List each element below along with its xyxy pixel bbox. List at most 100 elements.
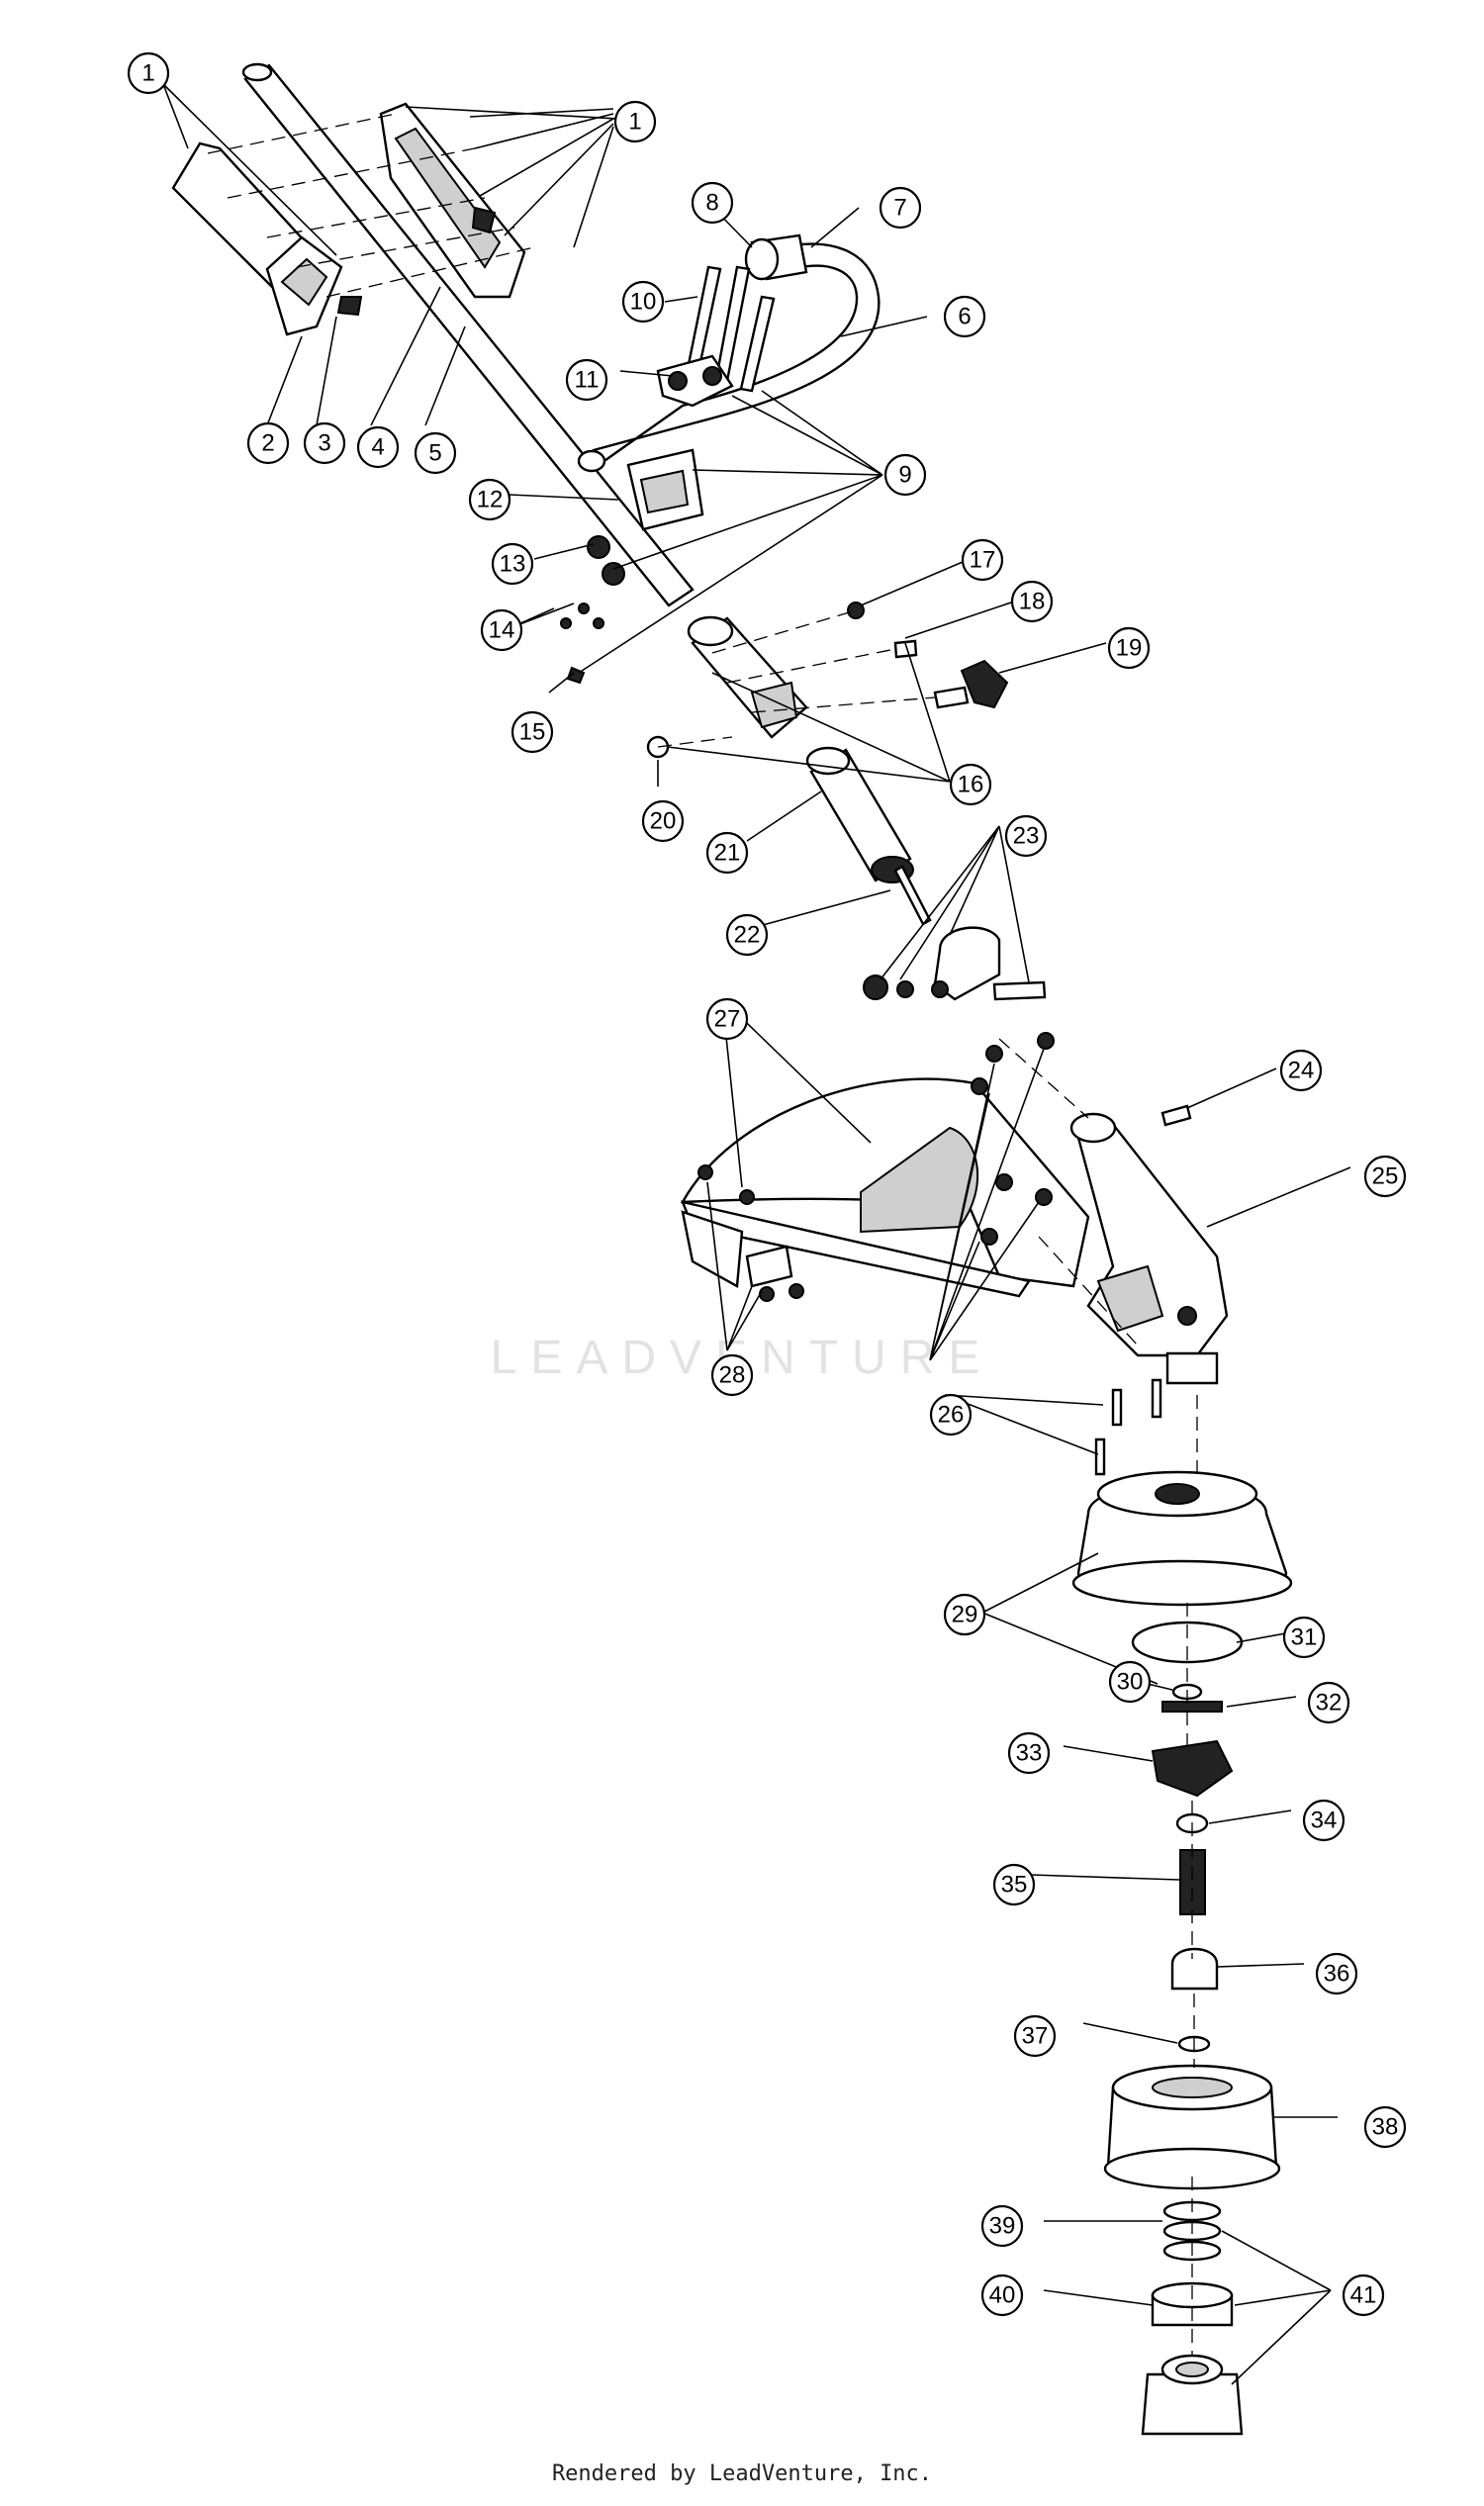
coupler (687, 615, 808, 739)
svg-text:18: 18 (1019, 589, 1046, 615)
callout-33: 33 (1007, 1731, 1051, 1775)
shaft-clamp (863, 926, 1047, 1001)
callout-23: 23 (1004, 814, 1048, 858)
svg-text:21: 21 (714, 840, 741, 867)
spring-35 (1179, 1849, 1206, 1915)
svg-text:12: 12 (477, 487, 504, 513)
svg-text:23: 23 (1013, 823, 1040, 850)
callout-17: 17 (961, 538, 1004, 582)
callout-19: 19 (1107, 626, 1151, 670)
callout-35: 35 (992, 1863, 1036, 1906)
callout-40: 40 (980, 2274, 1024, 2317)
callout-2: 2 (246, 421, 290, 465)
callout-14: 14 (480, 608, 523, 652)
callout-3: 3 (303, 421, 346, 465)
callout-26: 26 (929, 1393, 973, 1437)
callout-12: 12 (468, 478, 511, 521)
callout-1: 1 (613, 100, 657, 143)
spring-32 (1161, 1701, 1223, 1713)
callout-1: 1 (127, 51, 170, 95)
svg-text:8: 8 (705, 190, 718, 217)
svg-text:10: 10 (630, 289, 657, 316)
svg-text:40: 40 (989, 2282, 1016, 2309)
svg-text:15: 15 (519, 719, 546, 746)
retainer (1170, 1947, 1219, 1991)
callout-18: 18 (1010, 580, 1054, 623)
callout-30: 30 (1108, 1660, 1152, 1704)
bump-knob (1141, 2354, 1244, 2436)
callout-16: 16 (949, 763, 992, 806)
callout-37: 37 (1013, 2014, 1057, 2058)
callout-22: 22 (725, 913, 769, 957)
guard (680, 1077, 1090, 1298)
svg-text:31: 31 (1291, 1624, 1318, 1651)
upper-handle (171, 102, 526, 336)
svg-text:28: 28 (719, 1362, 746, 1389)
callout-25: 25 (1363, 1155, 1407, 1198)
svg-text:24: 24 (1288, 1058, 1315, 1084)
callout-27: 27 (705, 997, 749, 1041)
nuts (560, 535, 625, 685)
screw-17 (847, 602, 865, 619)
svg-text:20: 20 (650, 808, 677, 835)
spool (1103, 2064, 1281, 2190)
footer-credit: Rendered by LeadVenture, Inc. (551, 2461, 933, 2486)
svg-text:1: 1 (628, 109, 641, 136)
knob (933, 659, 1009, 709)
part-drawings (171, 62, 1293, 2436)
svg-text:9: 9 (898, 462, 911, 489)
callout-6: 6 (943, 295, 986, 338)
gear-head (1069, 1112, 1229, 1385)
sleeve (805, 746, 914, 883)
callout-41: 41 (1342, 2274, 1385, 2317)
shaft (241, 62, 695, 607)
svg-text:22: 22 (734, 922, 761, 949)
svg-text:19: 19 (1116, 635, 1143, 662)
ring (1131, 1621, 1244, 1664)
svg-text:17: 17 (970, 547, 996, 574)
svg-text:25: 25 (1372, 1163, 1399, 1190)
ratchet (1151, 1739, 1234, 1798)
callout-34: 34 (1302, 1799, 1345, 1842)
leader-lines (162, 83, 1351, 2385)
callout-10: 10 (621, 280, 665, 324)
svg-text:30: 30 (1117, 1669, 1144, 1696)
svg-text:4: 4 (371, 434, 384, 461)
screw-18 (893, 639, 918, 659)
callout-32: 32 (1307, 1681, 1350, 1724)
callout-8: 8 (691, 181, 734, 225)
callout-36: 36 (1315, 1952, 1358, 1996)
svg-text:11: 11 (575, 367, 600, 394)
svg-text:33: 33 (1016, 1740, 1043, 1767)
svg-text:26: 26 (938, 1402, 965, 1429)
loop-handle (577, 233, 881, 473)
svg-text:7: 7 (893, 195, 906, 222)
head-bolts (1094, 1378, 1162, 1476)
svg-text:16: 16 (958, 772, 984, 798)
svg-text:41: 41 (1350, 2282, 1377, 2309)
callout-31: 31 (1282, 1616, 1326, 1659)
svg-text:29: 29 (952, 1602, 978, 1628)
svg-text:14: 14 (489, 617, 515, 644)
svg-text:27: 27 (714, 1006, 741, 1033)
callout-5: 5 (414, 431, 457, 475)
svg-text:35: 35 (1001, 1872, 1028, 1899)
lower-clamp (626, 448, 704, 531)
callout-15: 15 (510, 710, 554, 754)
callout-28: 28 (710, 1353, 754, 1397)
drive-shaft (893, 865, 932, 926)
spool-cup (1071, 1470, 1293, 1607)
svg-text:3: 3 (318, 430, 330, 457)
svg-text:6: 6 (958, 304, 971, 330)
callout-21: 21 (705, 831, 749, 875)
callout-24: 24 (1279, 1049, 1323, 1092)
callout-11: 11 (565, 358, 608, 402)
svg-text:37: 37 (1022, 2023, 1049, 2050)
svg-text:34: 34 (1311, 1808, 1338, 1834)
svg-text:38: 38 (1372, 2114, 1399, 2141)
callout-29: 29 (943, 1593, 986, 1636)
screw-24 (1160, 1104, 1192, 1127)
svg-text:2: 2 (261, 430, 274, 457)
callout-38: 38 (1363, 2105, 1407, 2149)
guard-bracket (697, 1164, 804, 1302)
